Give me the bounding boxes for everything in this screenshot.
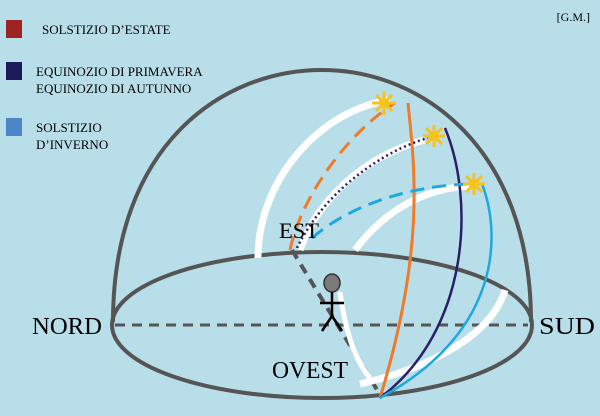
sun-icon-summer [372, 91, 396, 115]
legend-label-winter: SOLSTIZIO D’INVERNO [36, 119, 108, 153]
summer-path-back [288, 101, 396, 251]
summer-path-front [378, 102, 416, 399]
dome-outline [111, 67, 533, 323]
credit-label: [G.M.] [556, 10, 590, 24]
legend-label-summer: SOLSTIZIO D’ESTATE [42, 21, 171, 38]
legend-label-line: SOLSTIZIO [36, 120, 102, 135]
legend-item-summer-solstice: SOLSTIZIO D’ESTATE [6, 20, 171, 38]
horizon-ellipse [110, 250, 534, 400]
sun-icon-equinox [423, 125, 445, 147]
legend-swatch-summer [6, 20, 22, 38]
legend-swatch-equinox [6, 62, 22, 80]
direction-south: SUD [539, 314, 595, 340]
equinox-path-front [379, 127, 463, 399]
equinox-back-arc [296, 136, 426, 252]
front-arc [359, 288, 509, 388]
direction-west: OVEST [272, 358, 348, 384]
legend-label-line: EQUINOZIO DI AUTUNNO [36, 81, 192, 96]
legend-item-equinox: EQUINOZIO DI PRIMAVERA EQUINOZIO DI AUTU… [6, 62, 203, 97]
sun-icon-winter [463, 173, 485, 195]
legend-label-line: D’INVERNO [36, 137, 109, 152]
winter-back-arc [352, 182, 471, 253]
direction-east: EST [279, 218, 320, 243]
winter-path-front [379, 183, 493, 400]
direction-north: NORD [32, 314, 102, 340]
legend-label-equinox: EQUINOZIO DI PRIMAVERA EQUINOZIO DI AUTU… [36, 63, 203, 97]
legend-label-line: SOLSTIZIO D’ESTATE [42, 22, 171, 37]
summer-back-arc [254, 96, 391, 259]
legend-swatch-winter [6, 118, 22, 136]
legend-label-line: EQUINOZIO DI PRIMAVERA [36, 64, 203, 79]
legend-item-winter-solstice: SOLSTIZIO D’INVERNO [6, 118, 108, 153]
observer-figure-icon [320, 273, 344, 332]
